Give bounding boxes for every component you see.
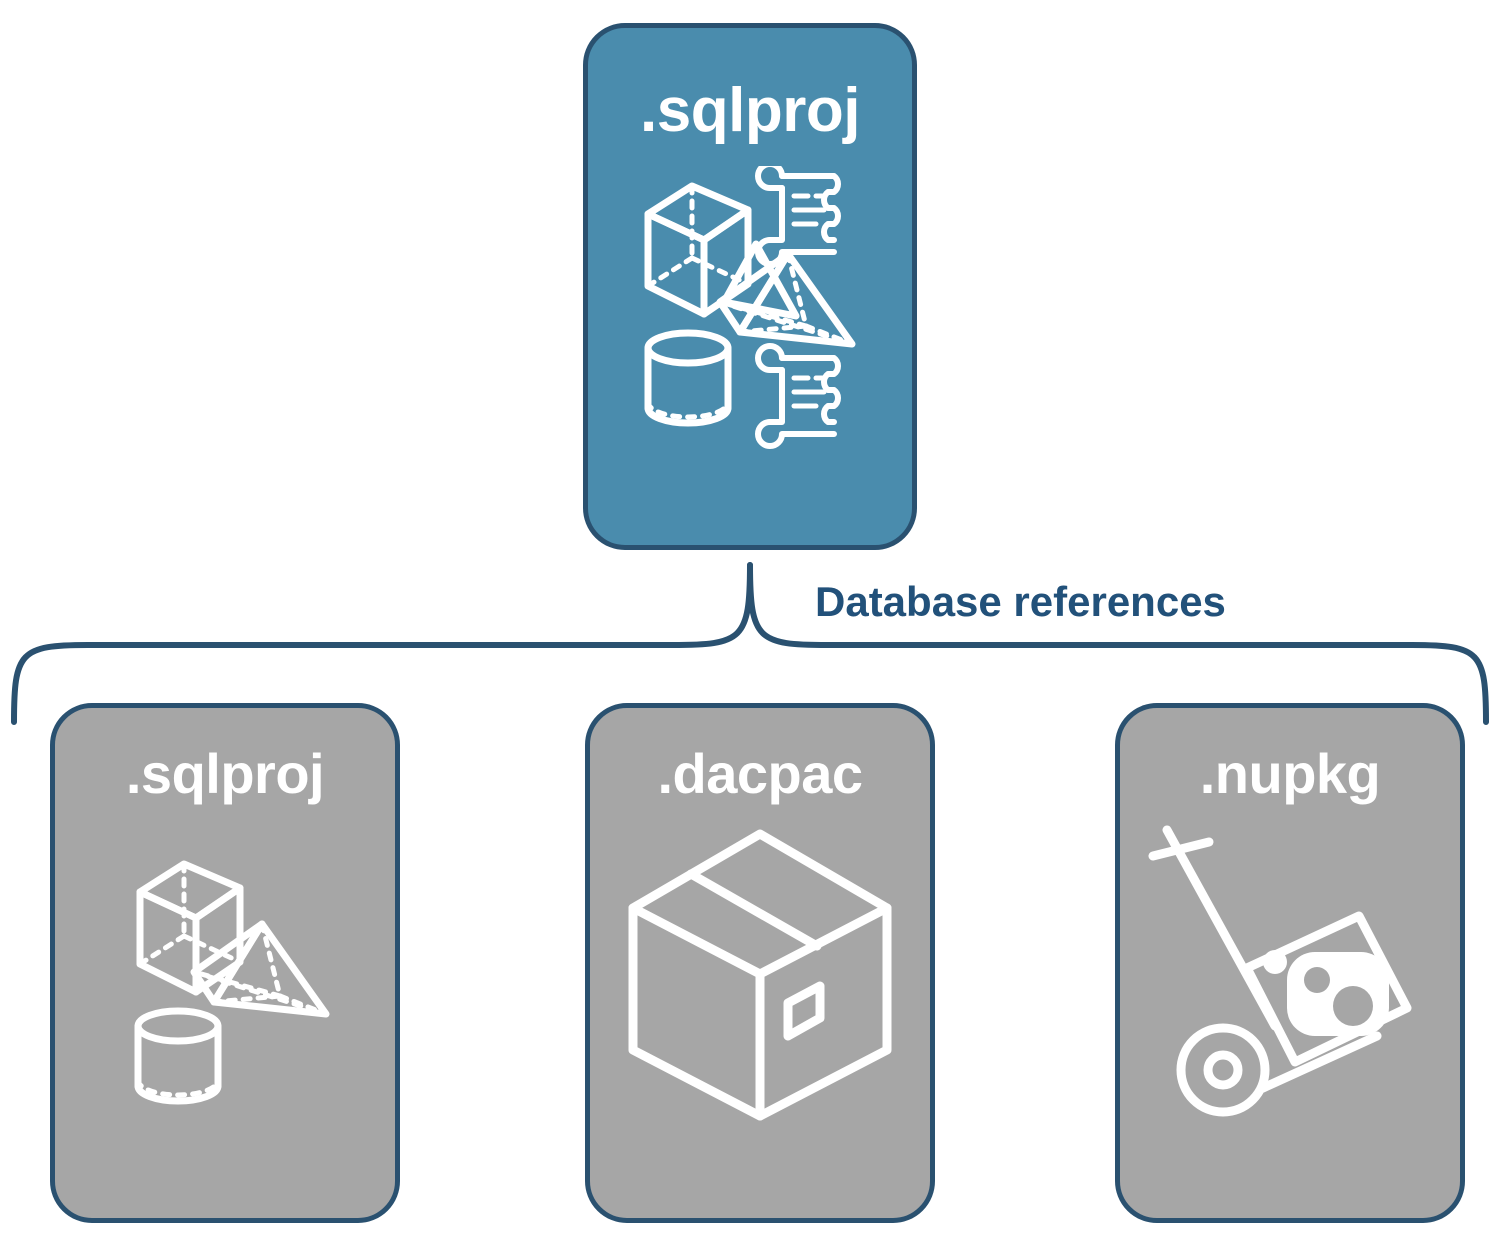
nuget-logo-icon [1263,950,1389,1036]
node-card-child-dacpac[interactable]: .dacpac [585,703,935,1223]
cube-icon [136,860,244,996]
child-nupkg-icon-group [1145,820,1435,1125]
scroll-icon [755,161,841,267]
card-title: .sqlproj [640,76,860,145]
card-title: .dacpac [657,742,863,805]
connector-label: Database references [815,578,1226,625]
node-card-root-sqlproj[interactable]: .sqlproj [583,23,917,550]
card-title: .nupkg [1199,742,1381,805]
child-sqlproj-icon-group [110,820,340,1115]
scroll-icon [755,343,841,449]
child-dacpac-icon-group [615,820,905,1135]
cylinder-icon [644,329,732,427]
pyramid-icon [716,240,856,348]
node-card-child-nupkg[interactable]: .nupkg [1115,703,1465,1223]
card-title: .sqlproj [125,742,325,805]
nuget-logo-holes [1304,967,1373,1026]
pyramid-icon [190,920,330,1018]
root-icon-group [630,161,870,461]
node-card-child-sqlproj[interactable]: .sqlproj [50,703,400,1223]
hand-truck-icon [1148,825,1412,1117]
package-box-icon [628,829,892,1121]
cylinder-icon [134,1007,222,1105]
